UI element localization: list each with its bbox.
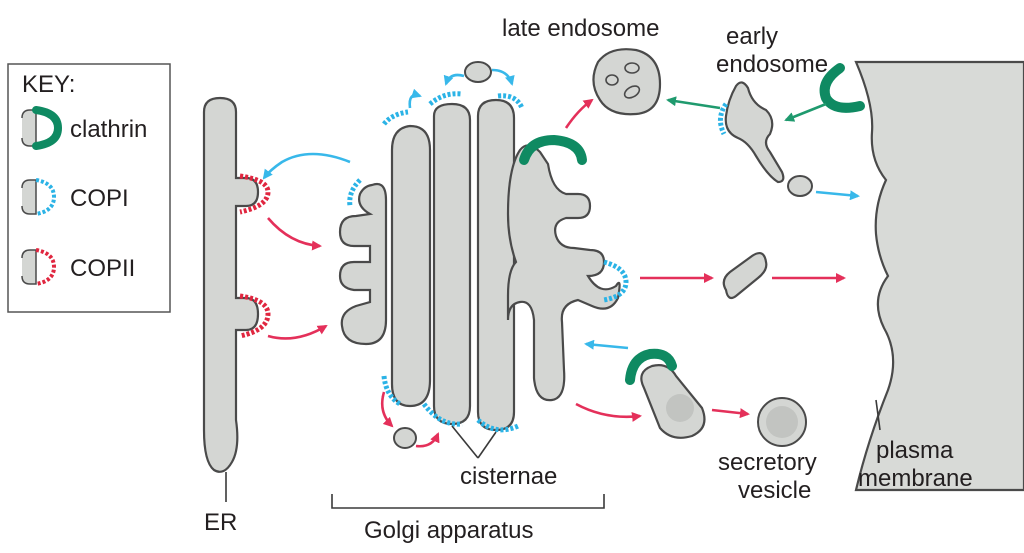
key-label-copii: COPII (70, 255, 135, 282)
clathrin-coat-icon (32, 106, 63, 150)
cisternae-leader-2 (477, 431, 497, 459)
golgi-copi-coat-2-top (382, 109, 409, 126)
golgi-vesicle-top (464, 61, 492, 83)
key-title: KEY: (22, 71, 75, 98)
secretory-pathway: secretory vesicle (625, 252, 817, 504)
late-endosome-inner-vesicle-1 (624, 62, 640, 74)
key-legend: KEY: clathrin COPI COPII (7, 63, 171, 313)
golgi-copi-coat-4-bottom (476, 418, 520, 433)
secretory-vesicle-label-line2: vesicle (738, 477, 811, 504)
arrow-bud-to-tgn (584, 339, 629, 350)
arrow-copi-retro-top-1 (408, 88, 422, 109)
golgi-copi-coat-3-top (428, 91, 463, 106)
late-endosome: late endosome (502, 15, 662, 116)
key-label-clathrin: clathrin (70, 116, 147, 143)
key-item-clathrin: clathrin (21, 106, 147, 150)
clathrin-key-icon (21, 109, 37, 147)
plasma-membrane-leader (875, 399, 881, 431)
early-endosome-copi-coat (718, 102, 729, 136)
er-copii-coat-lower (239, 293, 271, 339)
key-item-copi: COPI (21, 178, 129, 216)
golgi-copi-coat-2-bottom (381, 375, 402, 407)
endoplasmic-reticulum: ER (202, 96, 271, 536)
late-endosome-label: late endosome (502, 15, 659, 42)
arrow-pm-to-early-endosome (784, 102, 827, 122)
arrow-early-endosome-to-pm (815, 190, 860, 201)
golgi-bracket (331, 494, 605, 509)
golgi-cis-cisterna (338, 182, 388, 346)
early-endosome-vesicle (787, 175, 813, 197)
er-label: ER (204, 509, 237, 536)
copi-key-icon (21, 179, 37, 215)
plasma-membrane: plasma membrane (819, 60, 1024, 492)
golgi-copi-coat-3-bottom (421, 402, 463, 427)
early-endosome: early endosome (716, 23, 828, 197)
er-membrane (202, 96, 260, 473)
plasma-membrane-label-line2: membrane (858, 465, 973, 492)
early-endosome-label-line2: endosome (716, 51, 828, 78)
copii-key-icon (21, 249, 37, 285)
plasma-membrane-region (854, 60, 1024, 492)
secretory-vesicle-label-line1: secretory (718, 449, 817, 476)
arrow-er-to-golgi-lower (267, 324, 328, 340)
plasma-membrane-clathrin-pit (819, 63, 865, 113)
constitutive-vesicle (722, 252, 768, 300)
key-label-copi: COPI (70, 185, 129, 212)
arrow-bud-to-secretory (711, 408, 750, 419)
late-endosome-inner-vesicle-3 (623, 85, 641, 99)
secretory-vesicle-core (766, 406, 798, 438)
golgi-trans-network (506, 144, 621, 402)
golgi-cisterna-2 (390, 124, 432, 408)
golgi-apparatus: cisternae Golgi apparatus (331, 61, 629, 544)
arrow-golgi-to-er (262, 152, 351, 180)
golgi-copi-coat-cis (347, 178, 362, 207)
transport-arrows (262, 68, 860, 448)
late-endosome-inner-vesicle-2 (605, 74, 619, 86)
er-copii-coat-upper (239, 173, 271, 215)
arrow-tgn-to-bud (575, 402, 642, 422)
cisternae-label: cisternae (460, 463, 557, 490)
tgn-clathrin-coat (519, 134, 587, 165)
arrow-golgi-bottom-2 (415, 432, 440, 448)
arrow-copi-retro-top-3 (491, 68, 515, 86)
plasma-membrane-label-line1: plasma (876, 437, 954, 464)
arrow-tgn-to-late-endosome (564, 98, 594, 129)
arrow-early-to-late-endosome (666, 96, 721, 110)
golgi-cisterna-3 (432, 102, 472, 426)
golgi-vesicle-bottom (393, 427, 417, 449)
early-endosome-membrane (724, 81, 785, 184)
arrow-golgi-bottom-1 (380, 391, 394, 428)
cisternae-leader-1 (451, 425, 479, 459)
late-endosome-membrane (592, 48, 662, 116)
bud-inner (666, 394, 694, 422)
early-endosome-label-line1: early (726, 23, 778, 50)
copii-coat-icon (35, 248, 57, 286)
golgi-copi-coat-tgn (603, 259, 629, 303)
golgi-cisterna-4 (476, 98, 516, 432)
key-item-copii: COPII (21, 248, 135, 286)
copi-coat-icon (35, 178, 57, 216)
bud-clathrin-coat (625, 348, 677, 385)
golgi-copi-coat-4-top (497, 93, 525, 110)
arrow-copi-retro-top-2 (443, 73, 465, 86)
golgi-label: Golgi apparatus (364, 517, 533, 544)
arrow-er-to-golgi-upper (267, 217, 322, 251)
